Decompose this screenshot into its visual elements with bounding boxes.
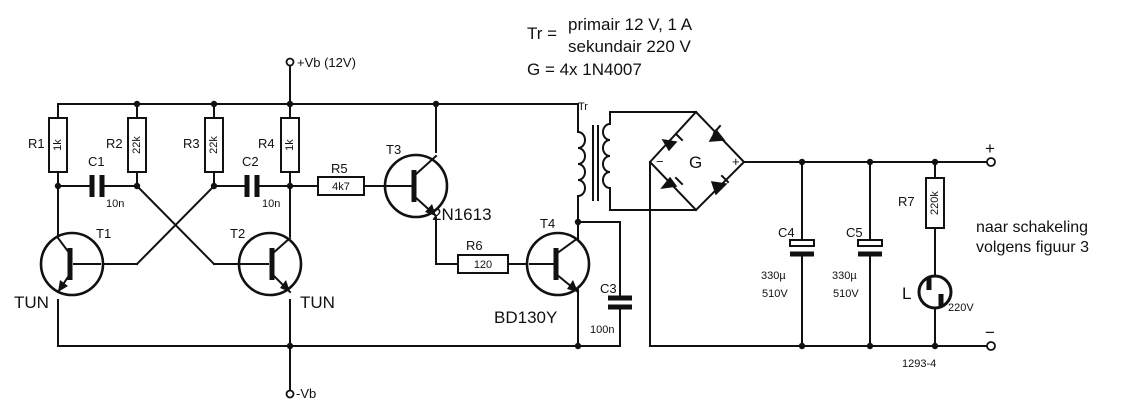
bridge-plus: +: [732, 154, 740, 169]
t1-label: T1: [96, 226, 111, 241]
tr-prefix: Tr =: [527, 24, 557, 43]
output-minus-label: −: [985, 323, 995, 342]
r7-value: 220k: [929, 191, 941, 215]
capacitor-c3: C3 100n: [590, 281, 632, 336]
capacitor-c2: C2 10n: [242, 154, 280, 210]
tr-label: Tr: [578, 101, 588, 113]
t2-type: TUN: [300, 293, 335, 312]
output-minus-terminal: [986, 341, 996, 351]
header-spec: Tr = primair 12 V, 1 A sekundair 220 V G…: [527, 15, 693, 79]
capacitor-c4: C4 330µ 510V: [761, 225, 815, 300]
c2-value: 10n: [262, 198, 280, 210]
bridge-rectifier-g: G − +: [648, 110, 746, 212]
vb-minus-label: -Vb: [296, 386, 316, 401]
transistor-t1: T1 TUN: [14, 226, 111, 312]
r1-label: R1: [28, 136, 45, 151]
resistor-r2: 22k R2: [106, 117, 147, 173]
lamp-voltage: 220V: [948, 302, 974, 314]
c5-voltage: 510V: [833, 288, 859, 300]
neon-lamp-l: L 220V: [902, 274, 974, 314]
r2-label: R2: [106, 136, 123, 151]
tr-primary: primair 12 V, 1 A: [568, 15, 693, 34]
tr-secondary: sekundair 220 V: [568, 37, 692, 56]
junction-dots: [54, 100, 939, 350]
r2-value: 22k: [131, 136, 143, 154]
vb-plus-terminal: [285, 57, 295, 67]
transistor-t3: T3 2N1613: [381, 142, 492, 224]
t3-label: T3: [386, 142, 401, 157]
transistor-t4: T4 BD130Y: [494, 216, 591, 327]
c3-value: 100n: [590, 324, 614, 336]
figure-id: 1293-4: [902, 358, 936, 370]
capacitor-c5: C5 330µ 510V: [832, 225, 883, 300]
t2-label: T2: [230, 226, 245, 241]
t1-type: TUN: [14, 293, 49, 312]
resistor-r6: 120 R6: [457, 238, 509, 274]
output-note-line1: naar schakeling: [976, 219, 1088, 236]
c4-value: 330µ: [761, 270, 786, 282]
c1-label: C1: [88, 154, 105, 169]
c5-label: C5: [846, 225, 863, 240]
vb-minus-terminal: [285, 389, 295, 399]
r7-label: R7: [898, 194, 915, 209]
r1-value: 1k: [52, 139, 64, 151]
resistor-r7: 220k R7: [898, 177, 945, 229]
output-plus-label: +: [985, 139, 995, 158]
resistor-r4: 1k R4: [258, 117, 300, 173]
c1-value: 10n: [106, 198, 124, 210]
transistor-t2: T2 TUN: [230, 226, 335, 312]
r5-value: 4k7: [332, 181, 350, 193]
transformer-tr: Tr: [577, 101, 611, 210]
r3-value: 22k: [208, 136, 220, 154]
resistor-r5: 4k7 R5: [317, 161, 365, 196]
r6-value: 120: [474, 259, 492, 271]
t3-type: 2N1613: [432, 205, 492, 224]
capacitor-c1: C1 10n: [88, 154, 124, 210]
r6-label: R6: [466, 238, 483, 253]
c4-label: C4: [778, 225, 795, 240]
c3-label: C3: [600, 281, 617, 296]
g-spec: G = 4x 1N4007: [527, 60, 642, 79]
c4-voltage: 510V: [762, 288, 788, 300]
r3-label: R3: [183, 136, 200, 151]
c2-label: C2: [242, 154, 259, 169]
output-plus-terminal: [986, 157, 996, 167]
r4-label: R4: [258, 136, 275, 151]
bridge-minus: −: [656, 154, 664, 169]
t4-type: BD130Y: [494, 308, 557, 327]
output-note-line2: volgens figuur 3: [976, 239, 1089, 256]
lamp-label: L: [902, 284, 911, 303]
r5-label: R5: [331, 161, 348, 176]
t4-label: T4: [540, 216, 555, 231]
c5-value: 330µ: [832, 270, 857, 282]
vb-plus-label: +Vb (12V): [297, 55, 356, 70]
bridge-label: G: [689, 153, 702, 172]
resistor-r3: 22k R3: [183, 117, 224, 173]
r4-value: 1k: [284, 139, 296, 151]
resistor-r1: 1k R1: [28, 117, 68, 173]
